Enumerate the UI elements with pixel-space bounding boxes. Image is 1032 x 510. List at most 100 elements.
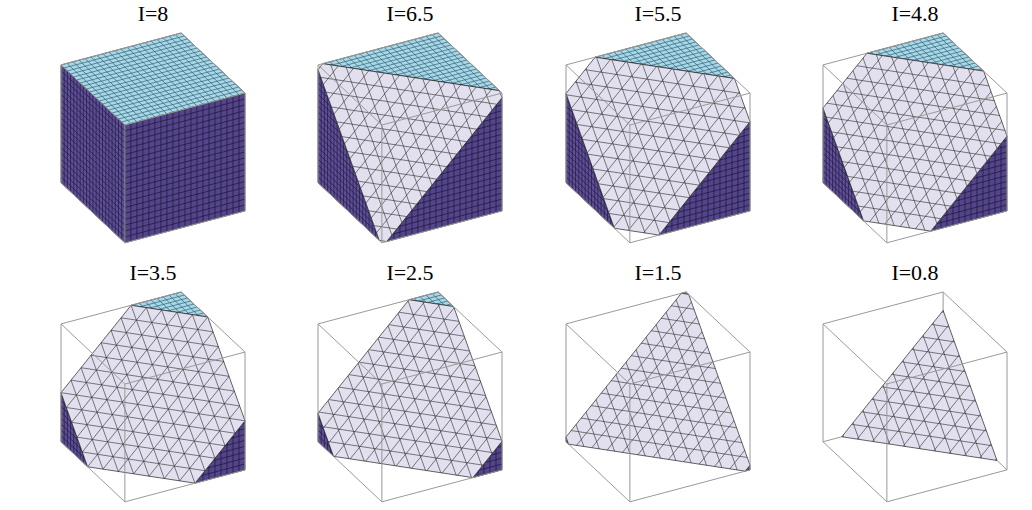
box-edge bbox=[629, 125, 630, 243]
mesh-line bbox=[474, 105, 1032, 274]
box-edge bbox=[318, 324, 382, 384]
mesh-line bbox=[0, 0, 283, 510]
panel-label: I=8 bbox=[138, 1, 169, 27]
box-edge bbox=[382, 93, 502, 125]
box-edge bbox=[61, 442, 125, 502]
mesh-line bbox=[434, 346, 1032, 510]
box-edge bbox=[318, 65, 319, 183]
mesh-line bbox=[216, 0, 937, 510]
mesh-line bbox=[206, 0, 589, 510]
mesh-line bbox=[464, 0, 847, 510]
mesh-line bbox=[543, 0, 1032, 510]
box-edge bbox=[61, 324, 125, 384]
box-edge bbox=[823, 33, 943, 65]
mesh-line bbox=[136, 122, 137, 240]
mesh-line bbox=[0, 0, 353, 510]
mesh-line bbox=[478, 0, 1032, 510]
cube-panel bbox=[0, 0, 818, 510]
mesh-line bbox=[293, 8, 1014, 510]
mesh-line bbox=[118, 87, 238, 119]
face-outline bbox=[842, 310, 997, 460]
mesh-line bbox=[448, 31, 1032, 200]
box-edges-front bbox=[566, 292, 750, 502]
face-outline bbox=[318, 64, 502, 242]
box-edges-front bbox=[823, 33, 1007, 243]
box-edge bbox=[245, 93, 246, 211]
mesh-line bbox=[464, 0, 847, 510]
mesh-line bbox=[413, 287, 1032, 456]
box-edge bbox=[318, 33, 438, 65]
box-edges-front bbox=[566, 33, 750, 243]
box-edge bbox=[125, 470, 245, 502]
mesh-line bbox=[524, 0, 1032, 510]
box-edge bbox=[61, 65, 125, 125]
mesh-line bbox=[589, 4, 1032, 510]
box-edge bbox=[1007, 93, 1008, 211]
mesh-line bbox=[146, 0, 529, 510]
mesh-line bbox=[82, 24, 803, 510]
mesh-line bbox=[130, 0, 851, 510]
box-edge bbox=[181, 33, 245, 93]
mesh-line bbox=[480, 120, 1032, 289]
mesh-line bbox=[121, 122, 122, 240]
panel-label: I=3.5 bbox=[129, 260, 176, 286]
box-edge bbox=[566, 324, 567, 442]
box-edge bbox=[61, 33, 181, 65]
mesh-line bbox=[222, 0, 943, 510]
mesh-line bbox=[485, 135, 1032, 304]
mesh-line bbox=[226, 0, 609, 479]
box-edge bbox=[823, 292, 943, 324]
mesh-line bbox=[484, 0, 867, 490]
cube-panel bbox=[386, 0, 1032, 510]
mesh-line bbox=[432, 0, 1032, 510]
cut-face bbox=[318, 64, 502, 242]
mesh-line bbox=[721, 0, 1032, 510]
mesh-line bbox=[569, 327, 570, 445]
mesh-line bbox=[0, 0, 609, 510]
cube-panel bbox=[142, 0, 1032, 510]
box-edges-back bbox=[823, 292, 1007, 470]
mesh-line bbox=[67, 63, 131, 123]
mesh-line bbox=[0, 0, 263, 510]
box-edges-front bbox=[61, 33, 245, 243]
mesh-line bbox=[0, 0, 640, 510]
mesh-line bbox=[216, 0, 599, 510]
mesh-line bbox=[558, 0, 1032, 510]
box-edge bbox=[823, 442, 887, 502]
box-edge bbox=[245, 352, 246, 470]
top-face bbox=[61, 33, 245, 125]
mesh-line bbox=[484, 0, 867, 510]
mesh-line bbox=[206, 0, 589, 503]
mesh-line bbox=[0, 3, 665, 510]
mesh-line bbox=[161, 0, 882, 510]
box-edge bbox=[566, 292, 686, 324]
face-outline bbox=[823, 53, 1007, 231]
mesh-line bbox=[453, 46, 1032, 215]
mesh-line bbox=[711, 0, 1032, 510]
mesh-line bbox=[444, 0, 827, 510]
mesh-line bbox=[0, 0, 323, 510]
box-edge bbox=[381, 384, 382, 502]
mesh-line bbox=[469, 90, 1032, 259]
panel-label: I=6.5 bbox=[386, 1, 433, 27]
mesh-line bbox=[0, 0, 624, 510]
mesh-line bbox=[418, 302, 1032, 471]
mesh-line bbox=[277, 5, 998, 510]
box-edges-front bbox=[318, 292, 502, 502]
mesh-line bbox=[66, 21, 787, 510]
mesh-line bbox=[73, 62, 137, 122]
mesh-line bbox=[408, 272, 1032, 441]
box-edge bbox=[381, 125, 382, 243]
mesh-line bbox=[424, 0, 807, 510]
box-edge bbox=[686, 33, 750, 93]
mesh-line bbox=[97, 26, 818, 510]
box-edge bbox=[438, 292, 502, 352]
mesh-line bbox=[122, 90, 242, 122]
mesh-line bbox=[454, 0, 837, 510]
mesh-line bbox=[661, 0, 1032, 510]
box-edge bbox=[823, 324, 824, 442]
box-edge bbox=[382, 470, 502, 502]
box-edge bbox=[750, 352, 751, 470]
